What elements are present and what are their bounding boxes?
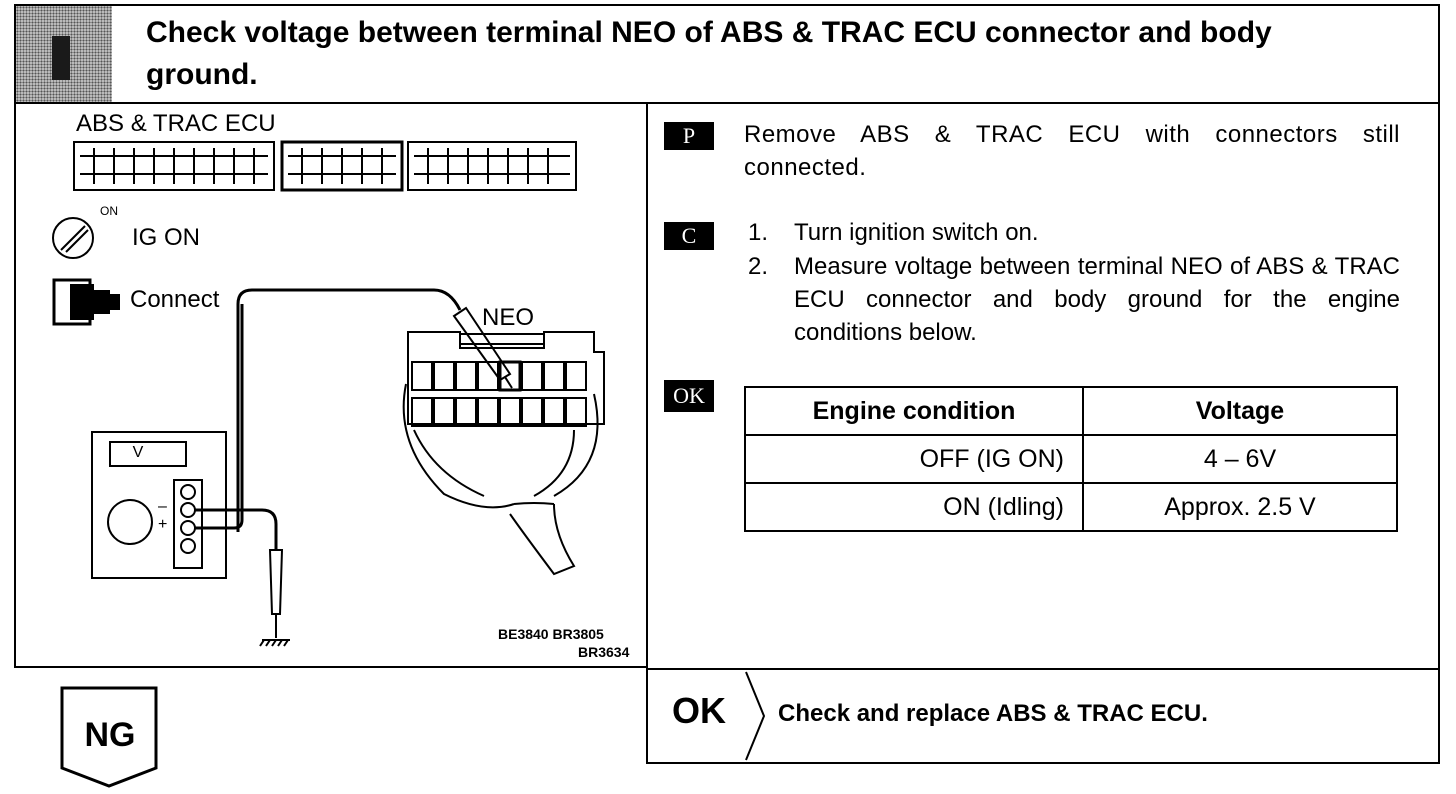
table-cell-condition: OFF (IG ON): [744, 434, 1084, 484]
c-step-1-num: 1.: [748, 219, 769, 246]
table-cell-condition: ON (Idling): [744, 482, 1084, 532]
page-title: Check voltage between terminal NEO of AB…: [146, 16, 1272, 91]
c-step-2-num: 2.: [748, 253, 769, 280]
ecu-connector-strip: [73, 140, 577, 192]
step-number-box: [16, 6, 112, 102]
meter-plus-label: +: [158, 516, 168, 533]
table-row: ON (Idling) Approx. 2.5 V: [744, 482, 1398, 532]
meter-v-label: V: [132, 444, 144, 461]
ok-result-label: OK: [672, 690, 726, 731]
procedure-panel: [646, 104, 1440, 668]
ignition-key-icon: [52, 217, 94, 259]
voltmeter: [91, 431, 227, 579]
ok-result-action: Check and replace ABS & TRAC ECU.: [778, 700, 1208, 727]
neo-connector: [407, 331, 605, 427]
terminal-neo-label: NEO: [482, 304, 535, 331]
step-number-mark: [52, 36, 70, 80]
connector-plug-icon: [52, 278, 120, 326]
ok-tag: OK: [664, 380, 714, 412]
negative-lead: [195, 508, 278, 554]
ig-on-label: IG ON: [132, 224, 201, 251]
ecu-label: ABS & TRAC ECU: [76, 110, 276, 137]
voltage-table: Engine condition Voltage OFF (IG ON) 4 –…: [744, 386, 1398, 532]
positive-lead: [195, 304, 244, 530]
wiring-diagram: [52, 140, 605, 647]
ground-probe-icon: [268, 549, 284, 638]
p-tag: P: [664, 122, 714, 150]
probe-wire: [236, 288, 462, 532]
table-header-row: Engine condition Voltage: [744, 386, 1398, 436]
c-step-1-text: Turn ignition switch on.: [794, 219, 1039, 246]
connect-label: Connect: [130, 286, 220, 313]
figure-code-2: BR3634: [578, 644, 630, 660]
table-header-voltage: Voltage: [1082, 386, 1398, 436]
meter-minus-label: –: [158, 498, 167, 515]
table-cell-voltage: 4 – 6V: [1082, 434, 1398, 484]
table-row: OFF (IG ON) 4 – 6V: [744, 434, 1398, 484]
switch-on-label: ON: [100, 204, 118, 218]
p-instruction: Remove ABS & TRAC ECU with connectors st…: [744, 121, 1400, 181]
ng-label: NG: [84, 716, 136, 754]
wire-harness: [402, 383, 599, 576]
c-tag: C: [664, 222, 714, 250]
table-header-condition: Engine condition: [744, 386, 1084, 436]
ok-divider-chevron: [745, 671, 766, 761]
ng-arrow-box: [60, 686, 158, 788]
header-box: [14, 4, 1440, 104]
ground-icon: [259, 639, 290, 647]
figure-code-1: BE3840 BR3805: [498, 626, 604, 642]
c-step-2-text: Measure voltage between terminal NEO of …: [794, 253, 1400, 346]
table-cell-voltage: Approx. 2.5 V: [1082, 482, 1398, 532]
ok-result-box: [646, 668, 1440, 764]
